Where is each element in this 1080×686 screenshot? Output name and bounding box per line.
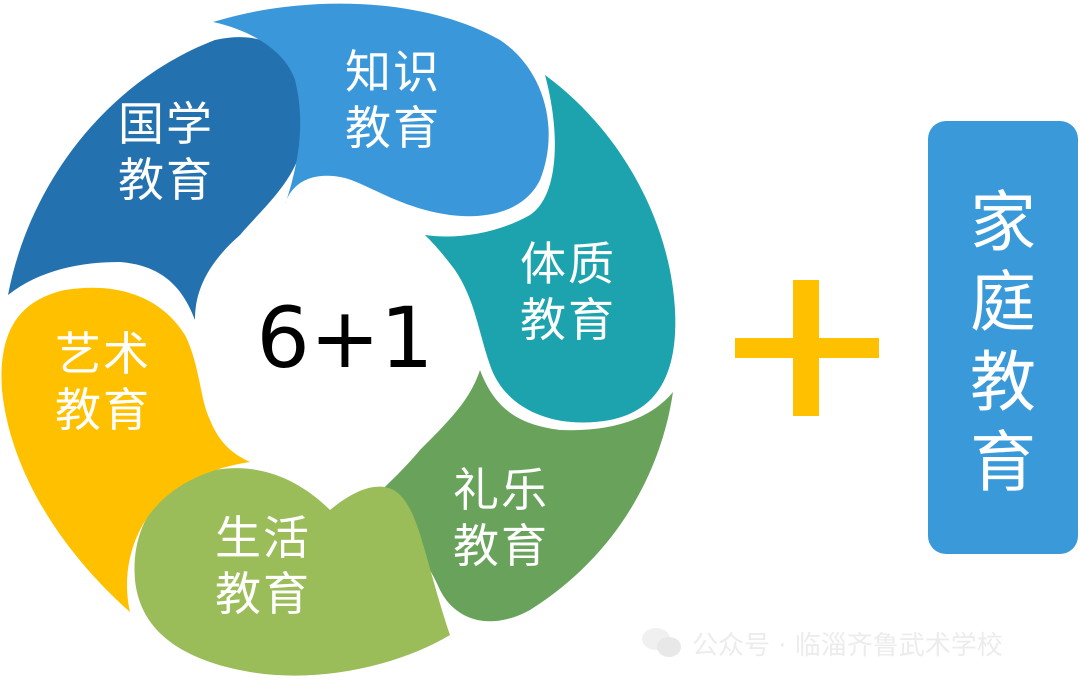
segment-shenghuo	[134, 468, 450, 676]
family-char: 教	[970, 344, 1036, 421]
family-education-box: 家 庭 教 育	[928, 121, 1078, 554]
segment-yishu	[1, 287, 250, 612]
segment-guoxue	[8, 37, 306, 320]
watermark-text: 公众号 · 临淄齐鲁武术学校	[692, 630, 1003, 661]
wechat-icon	[642, 628, 681, 657]
label-shenghuo: 生活教育	[215, 511, 311, 621]
education-wheel	[1, 3, 676, 676]
watermark: 公众号 · 临淄齐鲁武术学校	[640, 618, 1003, 668]
family-education-label: 家 庭 教 育	[928, 183, 1078, 503]
plus-sign	[735, 280, 879, 416]
label-yishu: 艺术教育	[55, 327, 151, 437]
center-label: 6+1	[256, 289, 434, 387]
label-liyue: 礼乐教育	[453, 463, 549, 573]
family-char: 育	[970, 424, 1036, 501]
segment-tizhi	[425, 75, 676, 423]
label-zhishi: 知识教育	[345, 45, 441, 155]
center-circle	[209, 217, 465, 473]
label-tizhi: 体质教育	[520, 237, 616, 347]
segment-liyue	[320, 370, 673, 622]
family-char: 家	[970, 184, 1036, 261]
family-char: 庭	[970, 264, 1036, 341]
segment-zhishi	[213, 3, 549, 217]
plus-vertical-bar	[793, 280, 819, 416]
label-guoxue: 国学教育	[118, 97, 214, 207]
